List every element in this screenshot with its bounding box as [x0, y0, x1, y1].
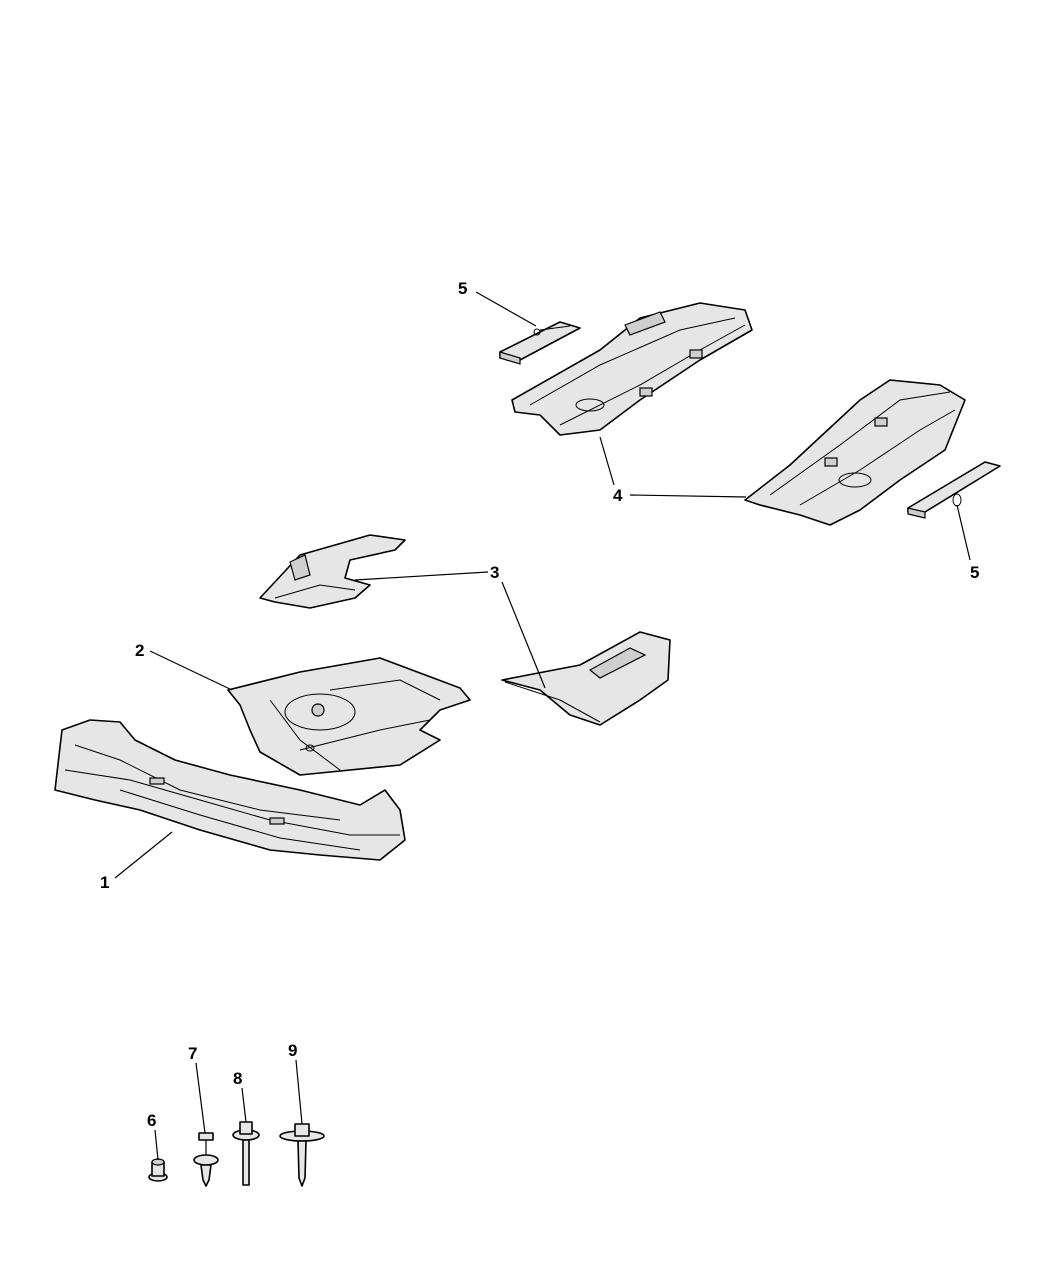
callout-5-top: 5	[458, 279, 468, 298]
part-3-shield-upper[interactable]	[259, 534, 406, 609]
callout-9: 9	[288, 1041, 298, 1060]
part-4-skid-plate-left[interactable]	[511, 302, 753, 436]
part-4-skid-plate-right[interactable]	[744, 379, 966, 526]
callout-2: 2	[135, 641, 145, 660]
part-2-center-shield[interactable]	[227, 657, 471, 776]
part-9-screw[interactable]	[279, 1123, 325, 1187]
part-8-bolt[interactable]	[232, 1121, 260, 1186]
part-5-plate-top[interactable]	[499, 321, 581, 365]
part-6-nut[interactable]	[148, 1158, 168, 1182]
part-1-front-shield[interactable]	[54, 719, 406, 861]
part-7-push-pin[interactable]	[193, 1132, 219, 1187]
part-3-shield-lower[interactable]	[501, 631, 671, 726]
callout-3: 3	[490, 563, 500, 582]
callout-8: 8	[233, 1069, 243, 1088]
callout-5-right: 5	[970, 563, 980, 582]
callout-4: 4	[613, 486, 623, 505]
callout-7: 7	[188, 1044, 198, 1063]
callout-6: 6	[147, 1111, 157, 1130]
leader-lines	[114, 291, 971, 1161]
part-5-plate-right[interactable]	[907, 461, 1001, 519]
callout-1: 1	[100, 873, 110, 892]
